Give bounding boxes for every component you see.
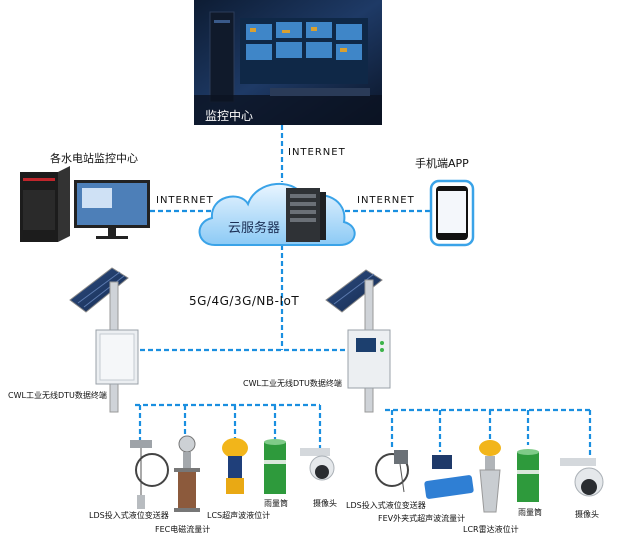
camera-right — [560, 458, 604, 497]
lcr-radar-level-meter — [479, 440, 501, 513]
mobile-phone — [429, 179, 475, 247]
left-rain-label: 雨量筒 — [264, 498, 288, 508]
link-left-label: INTERNET — [156, 195, 214, 206]
left-lcs-label: LCS超声波液位计 — [207, 510, 270, 520]
link-right-label: INTERNET — [357, 195, 415, 206]
cloud-label: 云服务器 — [228, 220, 280, 236]
camera-left — [300, 448, 335, 481]
network-label: 5G/4G/3G/NB-IoT — [189, 294, 299, 308]
lcs-ultrasonic-level-meter — [222, 438, 248, 494]
left-camera-label: 摄像头 — [313, 498, 337, 508]
right-solar-station — [325, 269, 391, 413]
link-lines — [135, 125, 592, 455]
left-solar-station — [69, 267, 139, 413]
monitoring-center-image — [194, 0, 382, 125]
rain-gauge-right — [517, 449, 539, 502]
left-lds-label: LDS投入式液位变送器 — [89, 510, 169, 520]
stations-label: 各水电站监控中心 — [50, 151, 138, 165]
center-label: 监控中心 — [205, 108, 253, 123]
right-fev-label: FEV外夹式超声波流量计 — [378, 513, 465, 523]
lds-level-transmitter-left — [130, 440, 169, 509]
fec-electromagnetic-flowmeter — [174, 435, 200, 512]
lds-level-transmitter-right — [375, 450, 409, 493]
right-camera-label: 摄像头 — [575, 509, 599, 519]
rain-gauge-left — [264, 439, 286, 494]
cloud-server — [198, 183, 356, 247]
link-top-label: INTERNET — [288, 147, 346, 158]
right-rain-label: 雨量筒 — [518, 507, 542, 517]
right-lcr-label: LCR雷达液位计 — [463, 524, 519, 534]
right-lds-label: LDS投入式液位变送器 — [346, 500, 426, 510]
left-fec-label: FEC电磁流量计 — [155, 524, 210, 534]
workstation-computer — [20, 166, 150, 242]
terminal-right-label: CWL工业无线DTU数据终端 — [243, 378, 342, 388]
mobile-label: 手机端APP — [415, 156, 469, 170]
fev-clamp-on-flowmeter — [424, 455, 474, 499]
terminal-left-label: CWL工业无线DTU数据终端 — [8, 390, 107, 400]
